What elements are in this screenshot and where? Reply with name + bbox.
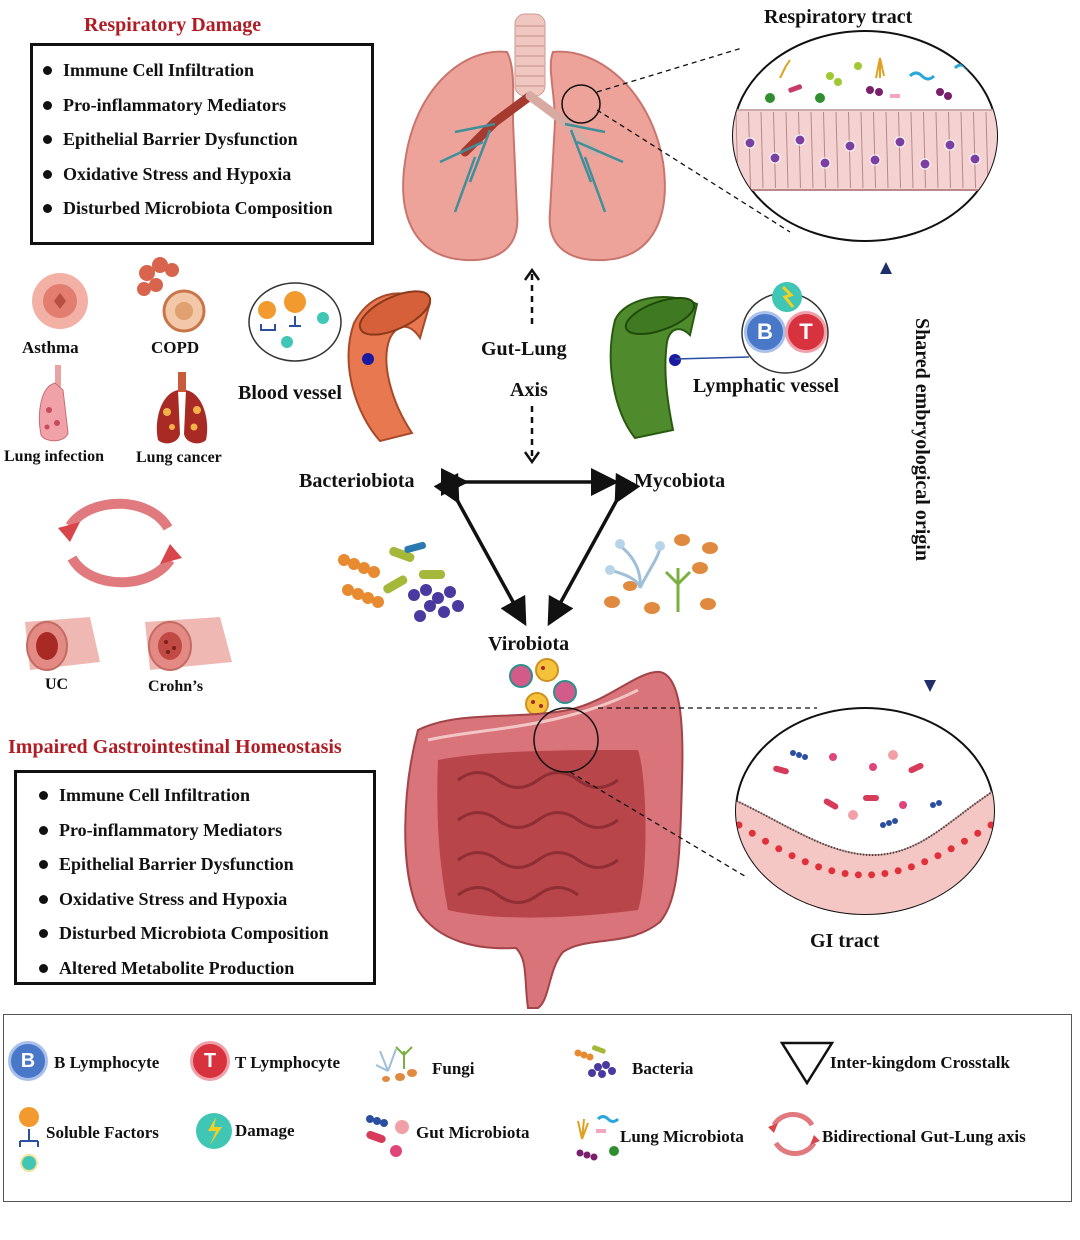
lung-infection-illustration — [38, 365, 69, 442]
respiratory-tract-label: Respiratory tract — [764, 6, 913, 28]
gi-tract-zoom — [735, 707, 995, 915]
list-item: Oxidative Stress and Hypoxia — [37, 882, 373, 917]
legend-soluble-factors-icon — [19, 1107, 39, 1172]
list-item: Disturbed Microbiota Composition — [37, 916, 373, 951]
legend-lung-microbiota-icon — [576, 1115, 620, 1161]
list-item: Immune Cell Infiltration — [41, 53, 371, 88]
fungi-cluster-illustration — [604, 534, 718, 614]
legend: B B Lymphocyte T T Lymphocyte Fungi Bact… — [3, 1014, 1072, 1202]
t-cell-icon: T — [785, 311, 827, 353]
legend-gut-microbiota-label: Gut Microbiota — [416, 1123, 530, 1142]
legend-t-lymphocyte-icon: T — [190, 1041, 230, 1081]
blood-vessel-label: Blood vessel — [238, 382, 342, 404]
legend-bacteria-icon — [574, 1045, 616, 1078]
disease-lung-infection-label: Lung infection — [4, 448, 105, 465]
virobiota-label: Virobiota — [488, 633, 570, 655]
list-item: Pro-inflammatory Mediators — [37, 813, 373, 848]
intestine-illustration — [404, 670, 684, 1009]
legend-bidirectional-label: Bidirectional Gut-Lung axis — [822, 1127, 1026, 1146]
mycobiota-label: Mycobiota — [634, 470, 726, 492]
legend-lung-microbiota-label: Lung Microbiota — [620, 1127, 744, 1146]
gut-lung-axis-arrow — [523, 267, 541, 465]
bacteria-cluster-illustration — [338, 541, 464, 622]
disease-uc-label: UC — [45, 676, 69, 693]
disease-lung-cancer-label: Lung cancer — [136, 449, 222, 466]
legend-bidirectional-icon — [768, 1112, 820, 1156]
shared-origin-arrows — [880, 262, 936, 692]
soluble-factors-circle — [248, 282, 342, 362]
lung-cancer-illustration — [156, 372, 208, 444]
legend-crosstalk-icon — [779, 1041, 835, 1086]
respiratory-tract-zoom — [732, 30, 998, 242]
gi-homeostasis-title: Impaired Gastrointestinal Homeostasis — [8, 736, 342, 758]
list-item: Immune Cell Infiltration — [37, 778, 373, 813]
bacteriobiota-label: Bacteriobiota — [299, 470, 415, 492]
asthma-illustration — [32, 273, 88, 329]
b-cell-icon: B — [744, 311, 786, 353]
disease-asthma-label: Asthma — [22, 338, 79, 357]
respiratory-damage-title: Respiratory Damage — [84, 14, 262, 36]
legend-gut-microbiota-icon — [366, 1115, 409, 1157]
shared-origin-label: Shared embryological origin — [911, 318, 933, 561]
uc-illustration — [25, 617, 100, 671]
disease-crohns-label: Crohn’s — [148, 678, 204, 695]
legend-b-lymphocyte-icon: B — [8, 1041, 48, 1081]
legend-damage-label: Damage — [235, 1121, 295, 1140]
lymphatic-vessel-illustration — [609, 296, 699, 440]
legend-crosstalk-label: Inter-kingdom Crosstalk — [830, 1053, 1010, 1072]
list-item: Pro-inflammatory Mediators — [41, 88, 371, 123]
legend-bacteria-label: Bacteria — [632, 1059, 694, 1078]
list-item: Altered Metabolite Production — [37, 951, 373, 986]
crohns-illustration — [145, 617, 232, 671]
virus-cluster-illustration — [509, 658, 577, 716]
lungs-illustration — [402, 13, 666, 262]
list-item: Disturbed Microbiota Composition — [41, 191, 371, 226]
gut-lung-axis-label-2: Axis — [510, 379, 548, 401]
legend-fungi-icon — [375, 1046, 417, 1082]
disease-copd-label: COPD — [151, 338, 200, 357]
legend-b-lymphocyte-label: B Lymphocyte — [54, 1053, 160, 1072]
legend-fungi-label: Fungi — [432, 1059, 475, 1078]
legend-t-lymphocyte-label: T Lymphocyte — [235, 1053, 341, 1072]
legend-damage-icon — [196, 1113, 232, 1149]
list-item: Epithelial Barrier Dysfunction — [37, 847, 373, 882]
legend-soluble-factors-label: Soluble Factors — [46, 1123, 159, 1142]
list-item: Oxidative Stress and Hypoxia — [41, 157, 371, 192]
lymphatic-vessel-label: Lymphatic vessel — [693, 375, 840, 397]
gi-tract-label: GI tract — [810, 930, 880, 952]
bidirectional-cycle-icon — [58, 498, 182, 588]
gut-lung-axis-label-1: Gut-Lung — [481, 338, 567, 360]
list-item: Epithelial Barrier Dysfunction — [41, 122, 371, 157]
blood-vessel-illustration — [347, 290, 432, 443]
copd-illustration — [137, 257, 206, 333]
